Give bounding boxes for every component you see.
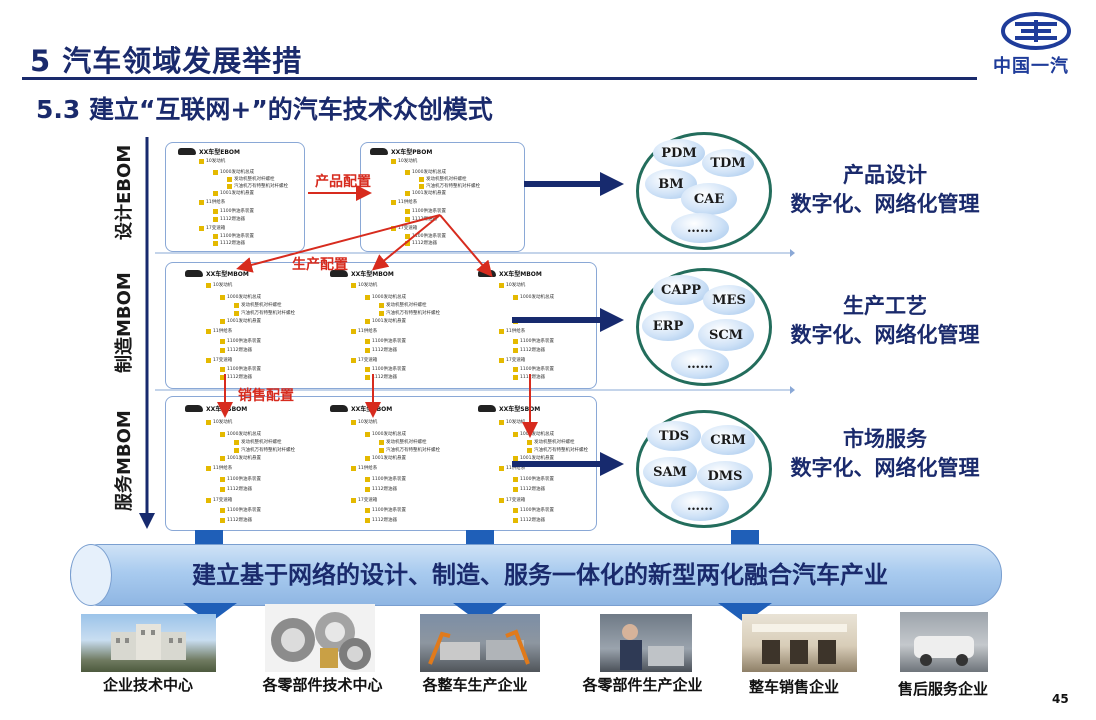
arrow-to-production-systems — [512, 308, 624, 332]
footer-label-after-sales: 售后服务企业 — [897, 680, 988, 698]
bubble-more: …… — [671, 349, 729, 379]
vehicle-sales-photo — [742, 614, 857, 672]
design-systems-circle: PDM TDM BM CAE …… — [636, 132, 772, 250]
title-divider — [22, 77, 977, 80]
integration-pipe-text: 建立基于网络的设计、制造、服务一体化的新型两化融合汽车产业 — [192, 561, 888, 589]
bubble-sam: SAM — [643, 457, 697, 487]
design-mgmt-title: 产品设计 — [843, 163, 927, 187]
integration-pipe — [70, 544, 1002, 606]
bubble-bm: BM — [645, 169, 697, 199]
bubble-more: …… — [671, 491, 729, 521]
arrow-to-service-systems — [512, 452, 624, 476]
bubble-erp: ERP — [642, 311, 694, 341]
pbom-panel — [360, 142, 525, 252]
service-systems-circle: TDS CRM SAM DMS …… — [636, 410, 772, 528]
bubble-pdm: PDM — [653, 139, 705, 167]
bom-tree-mbom-1: XX车型MBOM 10发动机 1000发动机总成 发动机整机对杆螺栓 汽油机万有… — [185, 268, 315, 383]
footer-label-parts-production: 各零部件生产企业 — [582, 676, 703, 694]
car-icon — [330, 270, 348, 277]
production-mgmt-label: 生产工艺 数字化、网络化管理 — [770, 292, 1000, 350]
product-config-label: 产品配置 — [315, 174, 371, 190]
page-title: 5 汽车领域发展举措 — [30, 44, 303, 78]
bubble-crm: CRM — [701, 425, 755, 455]
car-icon — [178, 148, 196, 155]
bom-tree-title: XX车型EBOM — [199, 149, 240, 156]
mbom-panel — [165, 262, 597, 389]
car-icon — [185, 270, 203, 277]
pipe-connectors-bottom — [183, 603, 772, 623]
after-sales-service-photo — [900, 612, 988, 672]
ebom-panel — [165, 142, 305, 252]
footer-label-vehicle-production: 各整车生产企业 — [422, 676, 528, 694]
production-mgmt-subtitle: 数字化、网络化管理 — [790, 323, 980, 347]
bubble-mes: MES — [703, 285, 755, 315]
enterprise-tech-center-photo — [81, 614, 216, 672]
production-config-arrow-3 — [439, 214, 493, 278]
bom-tree-title: XX车型PBOM — [391, 149, 433, 156]
bom-tree-ebom: XX车型EBOM 10发动机 1000发动机总成 发动机整机对杆螺栓 汽油机万有… — [178, 146, 298, 246]
service-mgmt-label: 市场服务 数字化、网络化管理 — [770, 425, 1000, 483]
bom-tree-mbom-2: XX车型MBOM 10发动机 1000发动机总成 发动机整机对杆螺栓 汽油机万有… — [330, 268, 460, 383]
bubble-dms: DMS — [697, 461, 753, 491]
bubble-more: …… — [671, 213, 729, 243]
faw-logo-icon — [1001, 12, 1071, 50]
vehicle-production-photo — [420, 614, 540, 672]
bubble-capp: CAPP — [653, 275, 709, 305]
production-config-arrow-1 — [236, 214, 441, 273]
pipe-connectors-top — [195, 530, 759, 548]
footer-label-vehicle-sales: 整车销售企业 — [748, 678, 839, 696]
service-mgmt-title: 市场服务 — [843, 427, 927, 451]
bubble-tdm: TDM — [702, 149, 754, 177]
bubble-cae: CAE — [681, 183, 737, 215]
bubble-scm: SCM — [698, 319, 754, 351]
design-mgmt-subtitle: 数字化、网络化管理 — [790, 192, 980, 216]
car-icon — [478, 405, 496, 412]
pipe-end-cap — [70, 544, 112, 606]
parts-production-photo — [600, 614, 692, 672]
logo-text: 中国一汽 — [993, 56, 1069, 77]
production-mgmt-title: 生产工艺 — [843, 294, 927, 318]
footer-label-enterprise-tech-center: 企业技术中心 — [102, 676, 193, 694]
production-systems-circle: CAPP MES ERP SCM …… — [636, 268, 772, 386]
production-config-label: 生产配置 — [292, 257, 348, 273]
bubble-tds: TDS — [647, 421, 701, 451]
design-mgmt-label: 产品设计 数字化、网络化管理 — [770, 161, 1000, 219]
page-number: 45 — [1052, 692, 1069, 706]
service-mgmt-subtitle: 数字化、网络化管理 — [790, 456, 980, 480]
page-subtitle: 5.3 建立“互联网+”的汽车技术众创模式 — [36, 95, 493, 124]
production-config-arrow-2 — [371, 214, 441, 271]
car-icon — [185, 405, 203, 412]
parts-tech-center-photo — [265, 604, 375, 672]
sales-config-label: 销售配置 — [238, 388, 294, 404]
arrow-to-design-systems — [524, 172, 624, 196]
footer-label-parts-tech-center: 各零部件技术中心 — [262, 676, 383, 694]
car-icon — [330, 405, 348, 412]
car-icon — [370, 148, 388, 155]
